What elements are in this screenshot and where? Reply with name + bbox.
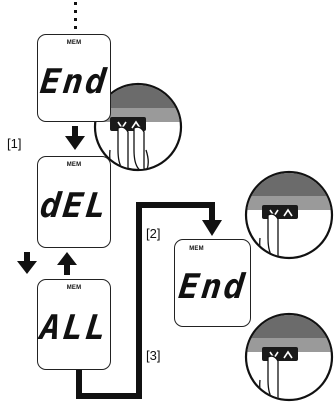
lcd-screen-all: MEM ALL — [37, 279, 111, 370]
lcd-text: End — [173, 270, 252, 304]
down-arrow-icon — [17, 252, 37, 274]
lcd-screen-end-result: MEM End — [174, 239, 251, 327]
step-label-1: [1] — [7, 136, 21, 151]
mem-indicator: MEM — [38, 285, 110, 291]
lcd-text: End — [36, 65, 112, 99]
mem-indicator: MEM — [38, 162, 110, 168]
lcd-text: dEL — [36, 189, 112, 223]
down-arrow-icon — [65, 126, 85, 150]
mem-indicator: MEM — [159, 246, 234, 252]
lcd-screen-end: MEM End — [37, 34, 111, 122]
continuation-dots — [74, 2, 77, 29]
lcd-screen-del: MEM dEL — [37, 156, 111, 248]
lcd-text: ALL — [36, 311, 112, 345]
down-arrow-icon — [202, 220, 222, 236]
mem-indicator: MEM — [38, 40, 110, 46]
step-label-2: [2] — [146, 226, 160, 241]
step-label-3: [3] — [146, 348, 160, 363]
up-arrow-icon — [57, 252, 77, 275]
hand-pressing-button-icon — [243, 172, 335, 263]
hand-pressing-button-icon — [243, 314, 335, 405]
